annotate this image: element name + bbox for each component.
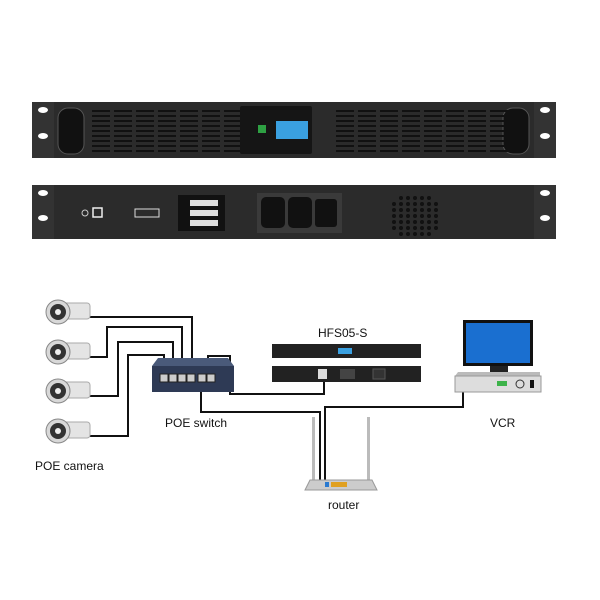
vent-grille-right	[336, 110, 508, 152]
poe-camera-1	[45, 299, 91, 325]
vcr-recorder	[454, 372, 542, 393]
handle-left	[57, 107, 85, 155]
poe-switch	[152, 358, 234, 392]
wire-switch-router	[200, 385, 321, 484]
poe-camera-label: POE camera	[35, 459, 104, 473]
poe-camera-3	[45, 378, 91, 404]
vcr-label: VCR	[490, 416, 516, 430]
lcd-display	[276, 121, 308, 139]
wires	[88, 316, 464, 484]
wire-vcr-router	[324, 385, 464, 484]
ups-small-rear	[272, 366, 421, 382]
wire-camera-2	[88, 326, 183, 378]
serial-port-icon	[134, 208, 160, 218]
router	[304, 417, 378, 491]
fan-grille	[392, 196, 438, 236]
ups-small-front	[272, 344, 421, 358]
usb-port-icon	[92, 207, 103, 218]
ground-screw-icon	[81, 209, 89, 217]
power-button-icon	[258, 125, 266, 133]
wire-camera-1	[88, 316, 193, 378]
vcr-monitor	[463, 320, 533, 372]
ups-model-label: HFS05-S	[318, 326, 368, 340]
wire-camera-3	[88, 341, 174, 397]
poe-camera-4	[45, 418, 91, 444]
router-label: router	[328, 498, 360, 512]
poe-switch-label: POE switch	[165, 416, 228, 430]
ups-rear-panel	[32, 185, 556, 239]
ups-front-panel	[32, 102, 556, 158]
vent-grille-left	[92, 110, 242, 152]
poe-camera-2	[45, 339, 91, 365]
